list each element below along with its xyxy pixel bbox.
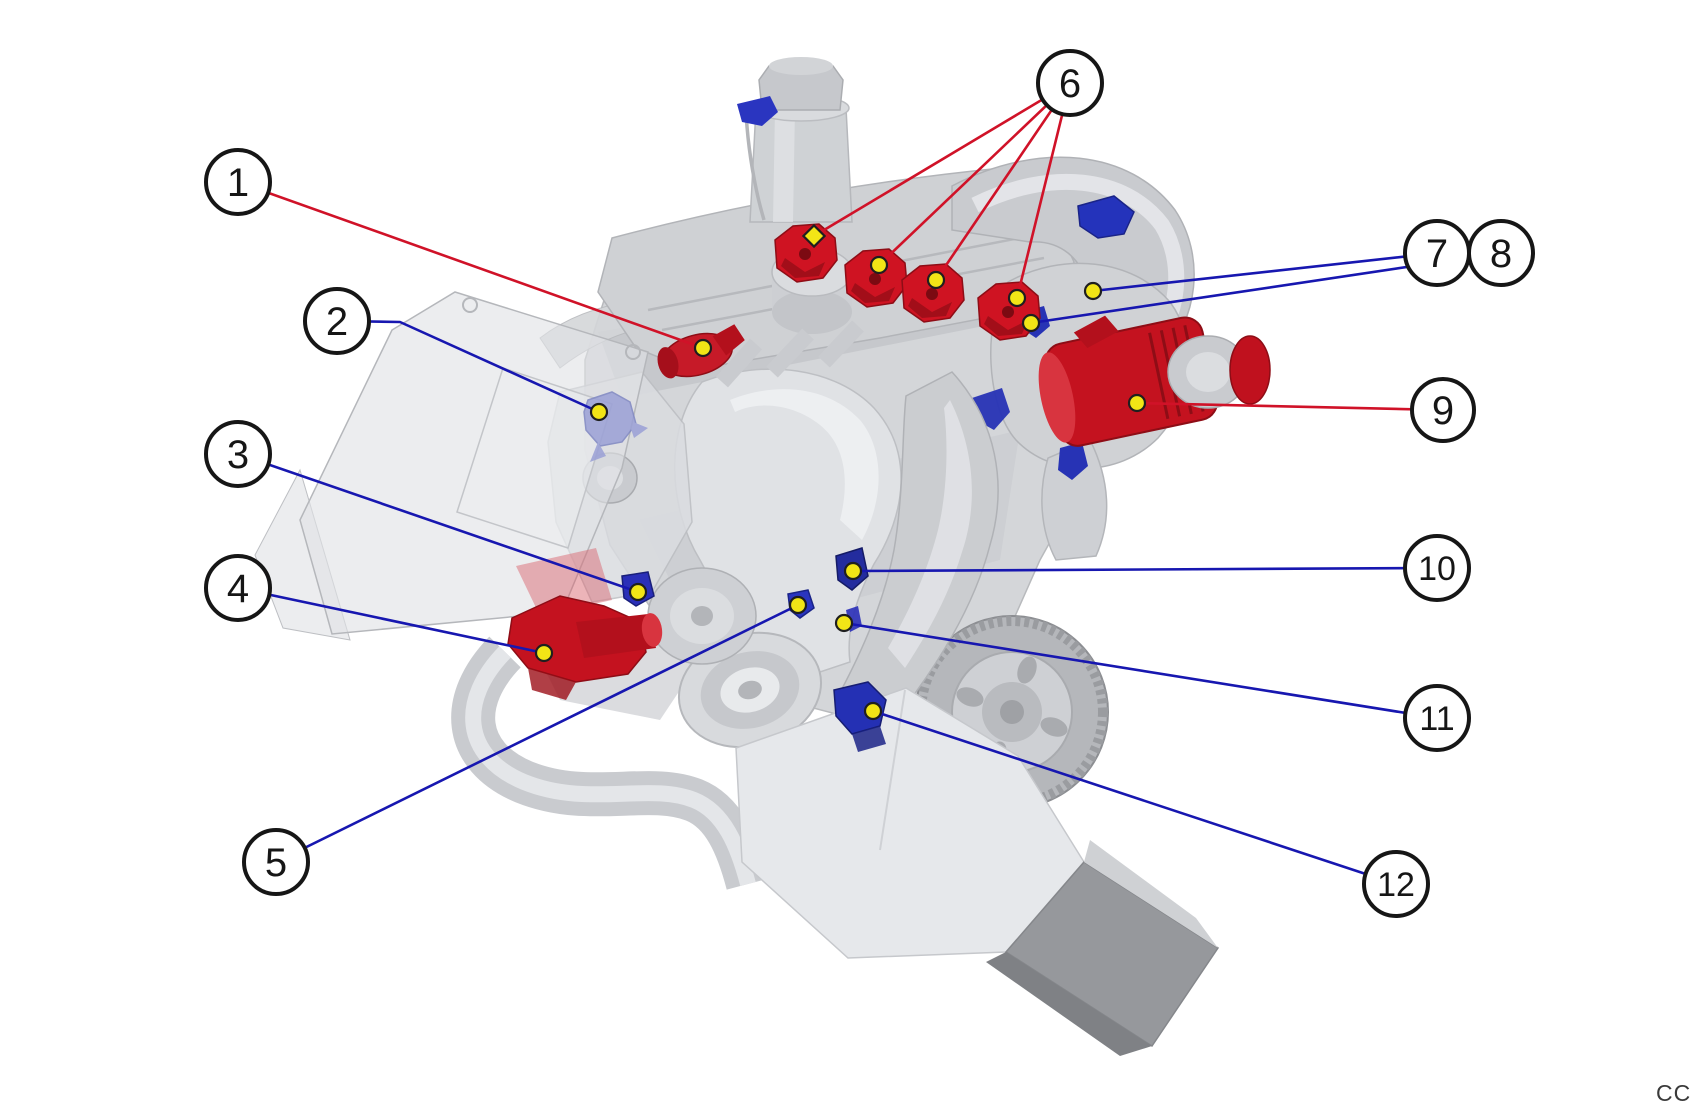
callout-label-5: 5 [265, 841, 287, 885]
turbo-actuator-red [1038, 315, 1219, 447]
target-marker-6 [869, 255, 889, 275]
crank-pulley [647, 567, 757, 665]
callout-label-12: 12 [1377, 866, 1415, 904]
leader-line-6 [934, 81, 1072, 282]
ignition-coil-1 [774, 223, 838, 283]
callout-circle-2 [303, 287, 371, 355]
callout-circle-9 [1410, 377, 1476, 443]
target-marker-2 [589, 402, 609, 422]
manifold-runner [818, 320, 864, 368]
callout-label-4: 4 [227, 567, 249, 611]
engine-illustration [254, 57, 1271, 1056]
callout-circle-11 [1403, 684, 1471, 752]
leader-line-7 [1091, 251, 1439, 293]
leader-line-3 [236, 452, 640, 594]
target-marker-11 [834, 613, 854, 633]
callout-label-11: 11 [1419, 700, 1454, 738]
heat-shield-crease [879, 689, 906, 851]
callout-label-3: 3 [227, 433, 249, 477]
dipstick-clip-blue [737, 96, 778, 126]
callout-circle-12 [1362, 850, 1430, 918]
callout-circle-3 [204, 420, 272, 488]
callout-label-2: 2 [326, 300, 348, 344]
target-marker-9 [1127, 393, 1147, 413]
callout-circle-10 [1403, 534, 1471, 602]
leader-line-12 [871, 709, 1398, 886]
target-marker-12 [863, 701, 883, 721]
leader-line-9 [1135, 401, 1445, 412]
callout-label-7: 7 [1426, 232, 1448, 276]
callout-circle-8 [1467, 219, 1535, 287]
ignition-coil-3 [901, 263, 965, 323]
attribution-text: CC [1656, 1080, 1692, 1106]
target-marker-8 [1021, 313, 1041, 333]
callout-circle-4 [204, 554, 272, 622]
target-marker-10 [843, 561, 863, 581]
sump-top-light [1084, 840, 1218, 948]
target-marker-3 [628, 582, 648, 602]
callout-circle-5 [242, 828, 310, 896]
turbo-clip-blue [1058, 442, 1088, 480]
leader-line-1 [236, 180, 705, 350]
callout-label-6: 6 [1059, 62, 1081, 106]
callout-circle-1 [204, 148, 272, 216]
target-marker-7 [1083, 281, 1103, 301]
airbox-screw [625, 344, 641, 360]
target-marker-6 [926, 270, 946, 290]
callout-circle-6 [1036, 49, 1104, 117]
leader-line-6 [1015, 81, 1072, 300]
dipstick [744, 111, 766, 221]
target-marker-4 [534, 643, 554, 663]
exhaust-pipe-highlight [465, 646, 756, 887]
airbox-cover-recess [456, 367, 613, 549]
target-marker-6 [1007, 288, 1027, 308]
ignition-coil-2 [844, 248, 908, 308]
leader-line-10 [851, 566, 1439, 573]
target-marker-1 [693, 338, 713, 358]
leader-line-11 [842, 621, 1439, 720]
callout-label-10: 10 [1418, 550, 1456, 588]
oil-filler-neck [749, 57, 853, 223]
callout-label-1: 1 [227, 161, 249, 205]
oil-level-sensor-blue [833, 681, 887, 752]
leader-line-4 [236, 586, 546, 655]
airbox-screw [462, 297, 478, 313]
manifold-runner [766, 328, 814, 378]
manifold-runner [716, 338, 762, 388]
manifold-highlight [730, 389, 879, 540]
sump-edge [986, 952, 1152, 1056]
water-pump-red [507, 548, 663, 700]
leader-line-6 [812, 81, 1072, 238]
target-marker-5 [788, 595, 808, 615]
leader-line-6 [877, 81, 1072, 267]
elbow-bracket-blue [1077, 195, 1135, 239]
target-marker-6 [801, 223, 827, 249]
wastegate-cylinder [1167, 335, 1271, 409]
callout-label-8: 8 [1490, 232, 1512, 276]
camshaft-sensor-red [657, 324, 745, 379]
downpipe-highlight [888, 400, 972, 668]
callout-label-9: 9 [1432, 389, 1454, 433]
leader-line-5 [274, 603, 800, 864]
